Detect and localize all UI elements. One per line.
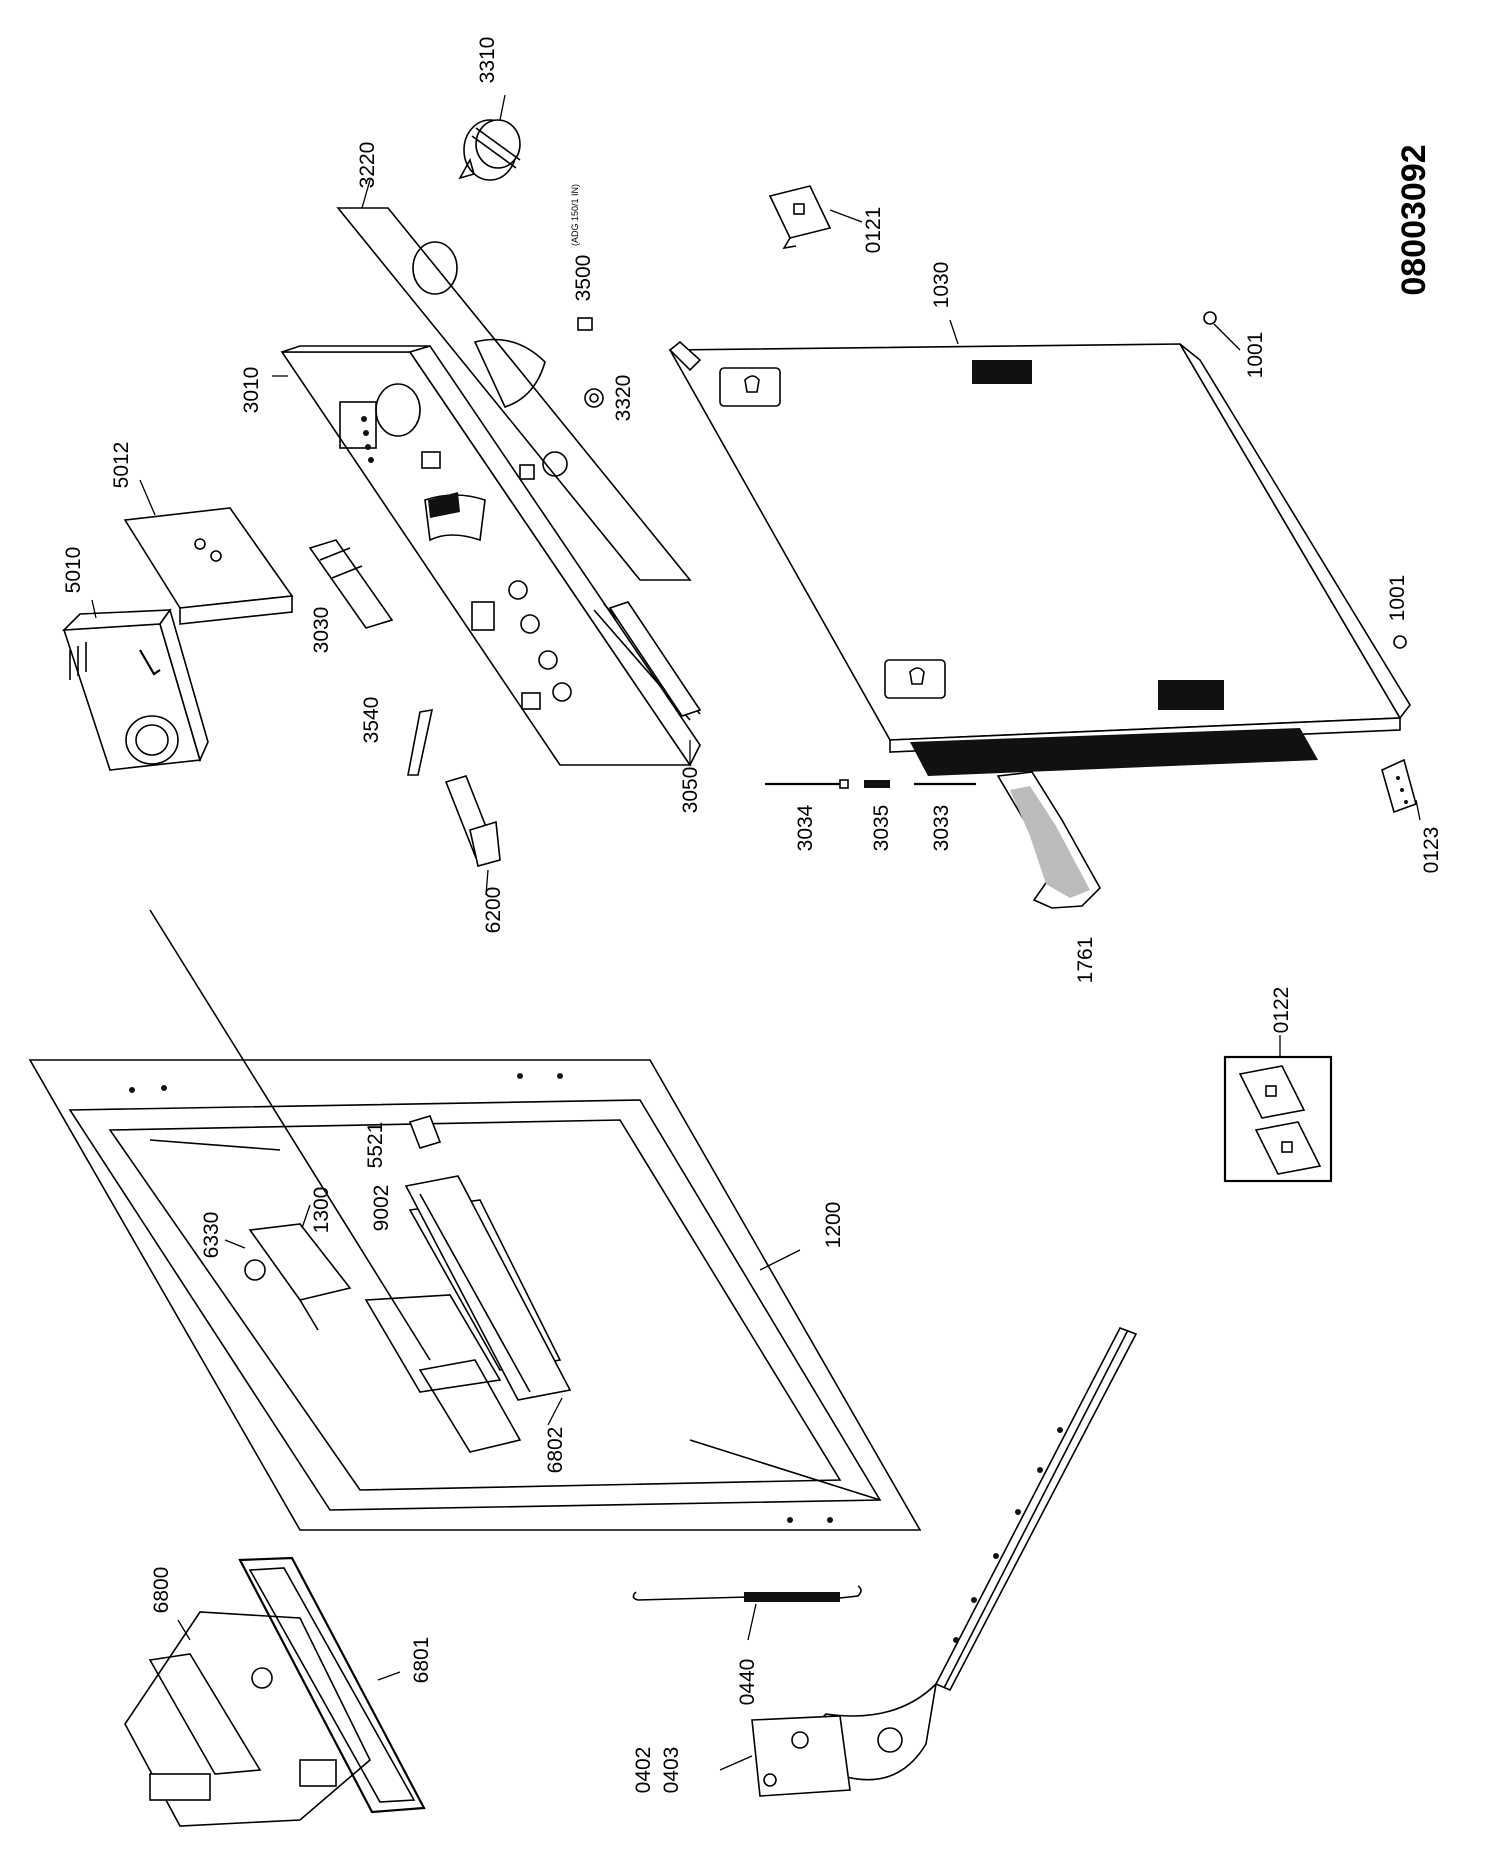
- part-3030-switch: [308, 539, 394, 629]
- part-0440-spring: [632, 1585, 862, 1602]
- part-0123-bracket: [1381, 758, 1417, 814]
- label-3220: 3220: [356, 142, 379, 189]
- part-6801-gasket: [238, 1556, 426, 1814]
- part-1001-screw-bottom: [1393, 635, 1407, 649]
- label-5012: 5012: [110, 442, 133, 489]
- label-0121: 0121: [862, 207, 885, 254]
- label-3033: 3033: [930, 805, 953, 852]
- label-0123: 0123: [1420, 827, 1443, 874]
- label-3010: 3010: [240, 367, 263, 414]
- label-5010: 5010: [62, 547, 85, 594]
- part-3034-pin: [765, 779, 849, 789]
- part-3035-spring: [864, 780, 890, 788]
- label-3320: 3320: [612, 375, 635, 422]
- part-9002-channel: [404, 1175, 572, 1401]
- part-0122-kit: [1223, 1055, 1333, 1183]
- part-5012-bracket: [123, 507, 294, 625]
- part-3500-plate: [577, 317, 593, 331]
- document-number: 08003092: [1395, 144, 1433, 295]
- label-3034: 3034: [794, 804, 817, 851]
- label-3030: 3030: [310, 607, 333, 654]
- label-1200: 1200: [822, 1202, 845, 1249]
- part-3220-overlay: [336, 207, 692, 581]
- label-6200: 6200: [482, 887, 505, 934]
- part-0402-0403-hinge: [751, 1327, 1138, 1797]
- label-3500-note: (ADG 150/1 IN): [570, 184, 580, 246]
- part-3050-strip: [608, 601, 702, 717]
- label-3540: 3540: [360, 697, 383, 744]
- label-5521: 5521: [364, 1122, 387, 1169]
- label-9002: 9002: [370, 1185, 393, 1232]
- label-6330: 6330: [200, 1212, 223, 1259]
- label-3500: 3500: [572, 255, 595, 302]
- part-0121-bracket: [768, 185, 832, 250]
- label-0122: 0122: [1270, 987, 1293, 1034]
- part-1030-door-panel: [668, 340, 1411, 776]
- part-6200-holder: [444, 775, 501, 867]
- label-1030: 1030: [930, 262, 953, 309]
- label-6802: 6802: [544, 1427, 567, 1474]
- part-5010-block: [61, 608, 209, 771]
- label-1300: 1300: [310, 1187, 333, 1234]
- label-0402: 0402: [632, 1747, 655, 1794]
- part-1001-screw-top: [1203, 311, 1241, 351]
- label-1761: 1761: [1074, 937, 1097, 984]
- label-3035: 3035: [870, 805, 893, 852]
- part-1300-lock: [244, 1223, 352, 1331]
- label-3310: 3310: [476, 37, 499, 84]
- part-3320-button: [584, 388, 604, 408]
- label-3050: 3050: [679, 767, 702, 814]
- part-3540-clip: [407, 709, 434, 776]
- part-6800-dispenser: [124, 1611, 371, 1827]
- part-3310-knob: [458, 119, 521, 181]
- label-1001-top: 1001: [1244, 332, 1267, 379]
- label-0440: 0440: [736, 1659, 759, 1706]
- label-6800: 6800: [150, 1567, 173, 1614]
- label-0403: 0403: [660, 1747, 683, 1794]
- label-6801: 6801: [410, 1637, 433, 1684]
- part-5521-latch: [408, 1115, 442, 1149]
- part-1761-insulation: [996, 771, 1101, 909]
- label-1001-bottom: 1001: [1386, 575, 1409, 622]
